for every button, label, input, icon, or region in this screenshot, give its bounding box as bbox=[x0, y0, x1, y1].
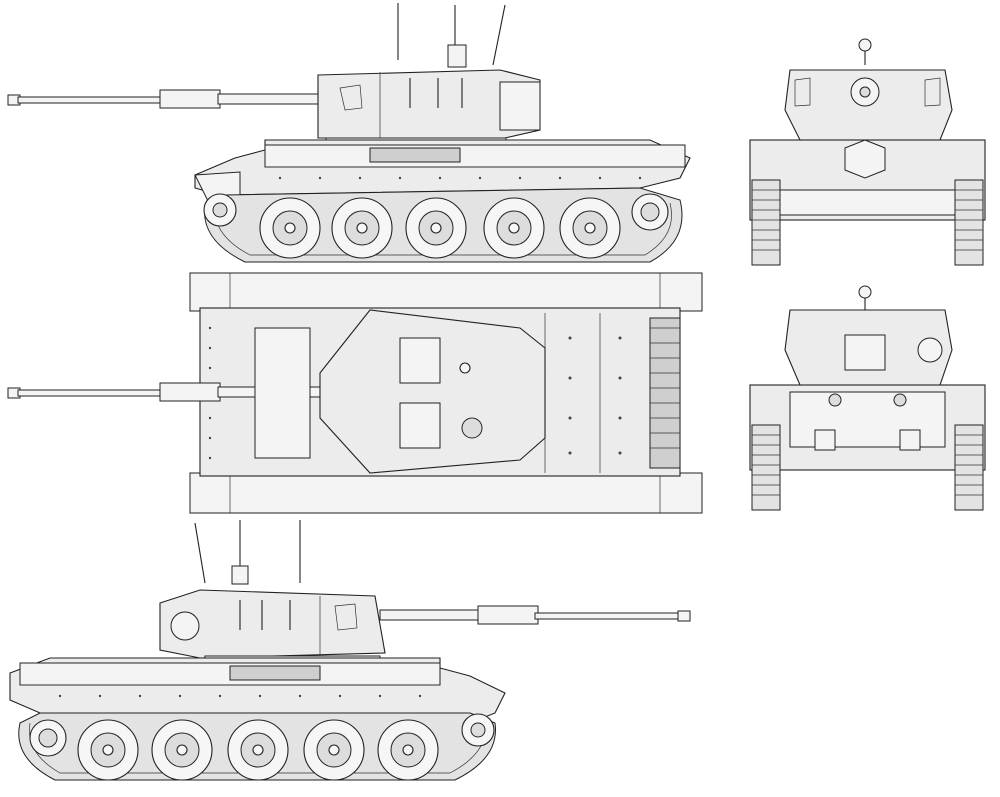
hull bbox=[194, 139, 691, 206]
road-wheels bbox=[203, 193, 669, 259]
hull bbox=[9, 657, 506, 724]
turret-top bbox=[319, 309, 546, 474]
gun-barrel bbox=[379, 605, 691, 625]
rear-view bbox=[740, 280, 995, 515]
antenna bbox=[492, 4, 506, 66]
track-left bbox=[751, 179, 781, 266]
turret bbox=[317, 69, 541, 149]
track-fender-bottom bbox=[189, 472, 703, 514]
turret bbox=[159, 589, 386, 667]
side-view-right bbox=[0, 0, 705, 270]
front-view bbox=[740, 30, 995, 270]
road-wheels bbox=[29, 713, 495, 781]
antenna bbox=[194, 522, 206, 584]
track-right bbox=[954, 179, 984, 266]
track-fender-top bbox=[189, 272, 703, 312]
track-right bbox=[954, 424, 984, 511]
gun-barrel bbox=[7, 89, 319, 109]
side-view-left bbox=[0, 518, 705, 797]
top-view bbox=[0, 268, 705, 518]
track-left bbox=[751, 424, 781, 511]
